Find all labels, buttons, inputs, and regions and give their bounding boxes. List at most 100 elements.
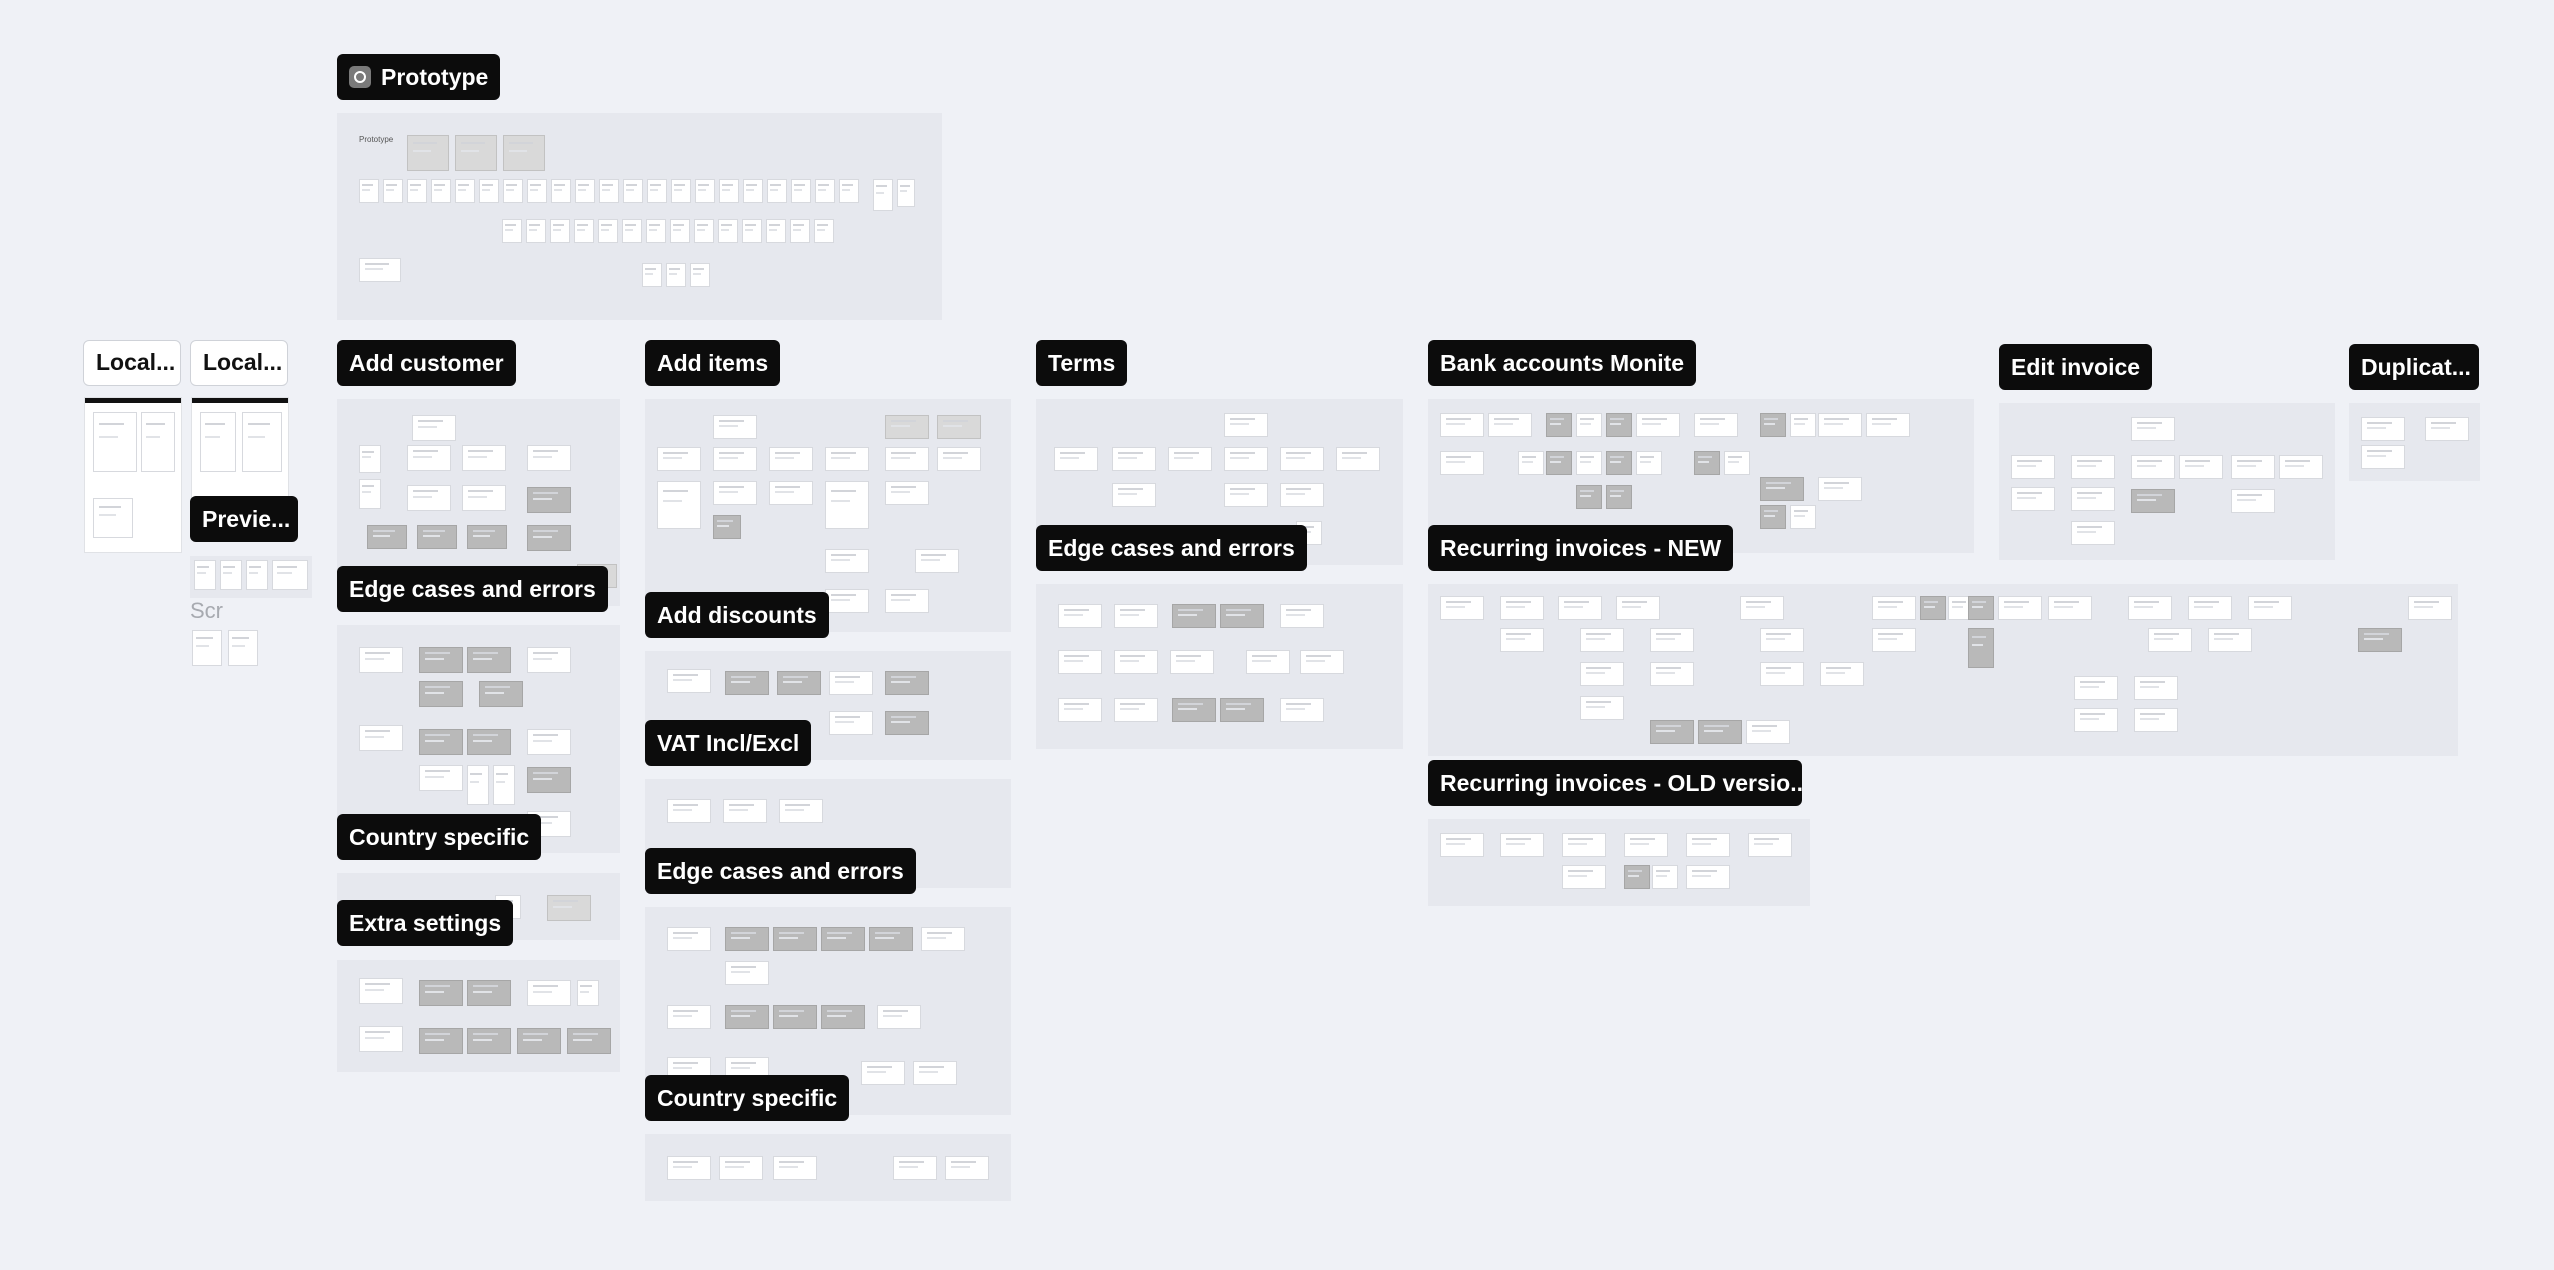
frame[interactable]: [2188, 596, 2232, 620]
frame[interactable]: [1606, 485, 1632, 509]
frame[interactable]: [93, 412, 137, 472]
frame[interactable]: [242, 412, 282, 472]
frame[interactable]: [1760, 477, 1804, 501]
frame[interactable]: [2248, 596, 2292, 620]
frame[interactable]: [1058, 650, 1102, 674]
frame[interactable]: [359, 978, 403, 1004]
section-label-edge-cases-items[interactable]: Edge cases and errors: [645, 848, 916, 894]
frame[interactable]: [713, 481, 757, 505]
frame[interactable]: [1558, 596, 1602, 620]
frame[interactable]: [1686, 865, 1730, 889]
section-label-duplicate[interactable]: Duplicat...: [2349, 344, 2479, 390]
frame[interactable]: [2011, 455, 2055, 479]
frame[interactable]: [873, 179, 893, 211]
frame[interactable]: [2279, 455, 2323, 479]
frame[interactable]: [419, 729, 463, 755]
frame[interactable]: [419, 681, 463, 707]
frame[interactable]: [1818, 413, 1862, 437]
frame[interactable]: [815, 179, 835, 203]
frame[interactable]: [407, 485, 451, 511]
frame[interactable]: [1058, 604, 1102, 628]
frame[interactable]: [1580, 628, 1624, 652]
frame[interactable]: [937, 447, 981, 471]
frame[interactable]: [861, 1061, 905, 1085]
frame[interactable]: [647, 179, 667, 203]
frame[interactable]: [642, 263, 662, 287]
frame[interactable]: [1336, 447, 1380, 471]
frame[interactable]: [1172, 604, 1216, 628]
frame[interactable]: [1698, 720, 1742, 744]
frame[interactable]: [567, 1028, 611, 1054]
frame[interactable]: [1760, 662, 1804, 686]
frame[interactable]: [773, 1156, 817, 1180]
frame[interactable]: [779, 799, 823, 823]
frame[interactable]: [1920, 596, 1946, 620]
frame[interactable]: [462, 445, 506, 471]
frame[interactable]: [1562, 833, 1606, 857]
section-label-bank-accounts[interactable]: Bank accounts Monite: [1428, 340, 1697, 386]
section-label-edit-invoice[interactable]: Edit invoice: [1999, 344, 2153, 390]
frame[interactable]: [1866, 413, 1910, 437]
frame[interactable]: [1872, 596, 1916, 620]
frame[interactable]: [713, 447, 757, 471]
frame[interactable]: [667, 799, 711, 823]
section-label-edge-cases-customer[interactable]: Edge cases and errors: [337, 566, 608, 612]
section-preview[interactable]: [190, 556, 312, 598]
frame[interactable]: [1748, 833, 1792, 857]
frame[interactable]: [690, 263, 710, 287]
section-label-vat[interactable]: VAT Incl/Excl: [645, 720, 812, 766]
frame[interactable]: [1616, 596, 1660, 620]
frame[interactable]: [1058, 698, 1102, 722]
frame[interactable]: [1500, 596, 1544, 620]
frame[interactable]: [1686, 833, 1730, 857]
frame[interactable]: [359, 1026, 403, 1052]
frame[interactable]: [2208, 628, 2252, 652]
section-label-add-customer[interactable]: Add customer: [337, 340, 516, 386]
frame[interactable]: [885, 711, 929, 735]
frame[interactable]: [2134, 708, 2178, 732]
frame[interactable]: [885, 447, 929, 471]
frame[interactable]: [725, 927, 769, 951]
frame[interactable]: [1280, 447, 1324, 471]
section-country-specific-items[interactable]: [645, 1134, 1011, 1201]
frame[interactable]: [1968, 628, 1994, 668]
frame[interactable]: [719, 179, 739, 203]
frame[interactable]: [825, 481, 869, 529]
frame[interactable]: [2148, 628, 2192, 652]
frame[interactable]: [777, 671, 821, 695]
section-label-edge-cases-terms[interactable]: Edge cases and errors: [1036, 525, 1307, 571]
frame[interactable]: [667, 669, 711, 693]
frame[interactable]: [412, 415, 456, 441]
local-screen-1[interactable]: [85, 398, 181, 552]
frame[interactable]: [467, 525, 507, 549]
section-label-add-discounts[interactable]: Add discounts: [645, 592, 829, 638]
section-label-terms[interactable]: Terms: [1036, 340, 1128, 386]
frame[interactable]: [141, 412, 175, 472]
frame[interactable]: [773, 927, 817, 951]
frame[interactable]: [825, 447, 869, 471]
local-screen-2[interactable]: [192, 398, 288, 498]
frame[interactable]: [467, 729, 511, 755]
frame[interactable]: [2134, 676, 2178, 700]
frame[interactable]: [1300, 650, 1344, 674]
frame[interactable]: [1580, 662, 1624, 686]
section-label-country-specific-items[interactable]: Country specific: [645, 1075, 850, 1121]
frame[interactable]: [527, 445, 571, 471]
frame[interactable]: [527, 729, 571, 755]
frame[interactable]: [1746, 720, 1790, 744]
frame[interactable]: [467, 765, 489, 805]
frame[interactable]: [575, 179, 595, 203]
frame[interactable]: [359, 479, 381, 509]
frame[interactable]: [1636, 413, 1680, 437]
frame[interactable]: [667, 1156, 711, 1180]
frame[interactable]: [667, 927, 711, 951]
frame[interactable]: [1546, 413, 1572, 437]
frame[interactable]: [503, 135, 545, 171]
frame[interactable]: [2361, 417, 2405, 441]
frame[interactable]: [1650, 720, 1694, 744]
frame[interactable]: [359, 445, 381, 473]
frame[interactable]: [2231, 489, 2275, 513]
frame[interactable]: [526, 219, 546, 243]
frame[interactable]: [2358, 628, 2402, 652]
frame[interactable]: [1488, 413, 1532, 437]
